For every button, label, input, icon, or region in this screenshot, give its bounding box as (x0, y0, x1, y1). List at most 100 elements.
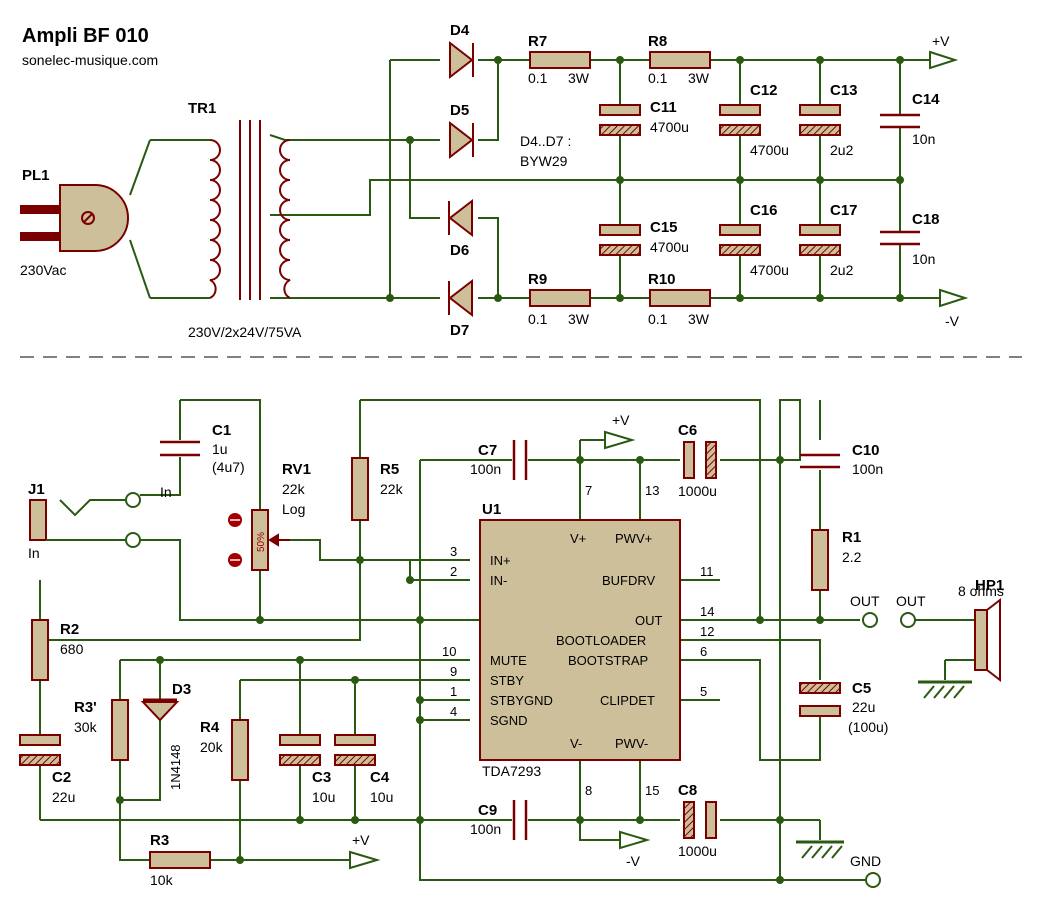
c2-ref: C2 (52, 769, 71, 786)
c8-value: 1000u (678, 843, 717, 859)
capacitor-c15 (599, 224, 641, 256)
c15-value: 4700u (650, 239, 689, 255)
c9-value: 100n (470, 821, 501, 837)
transformer-tr1 (150, 120, 291, 300)
c4-ref: C4 (370, 769, 390, 786)
r1-ref: R1 (842, 529, 861, 546)
d7-ref: D7 (450, 322, 469, 339)
pin-10: 10 (442, 644, 456, 659)
c11-value: 4700u (650, 119, 689, 135)
capacitor-c18 (880, 230, 920, 246)
d5-ref: D5 (450, 102, 469, 119)
r10-v1: 0.1 (648, 311, 668, 327)
ground-symbol-speaker (918, 680, 972, 699)
r8-ref: R8 (648, 33, 667, 50)
capacitor-c10 (800, 453, 840, 469)
u1-pin-pwvplus: PWV+ (615, 531, 652, 546)
u1-pin-sgnd: SGND (490, 713, 528, 728)
capacitor-c17 (799, 224, 841, 256)
c18-ref: C18 (912, 211, 940, 228)
j1-in-label: In (160, 484, 172, 500)
u1-pin-out: OUT (635, 613, 663, 628)
hp1-ref: HP1 (975, 577, 1004, 594)
resistor-r2 (31, 619, 49, 681)
r3-ref: R3 (150, 832, 169, 849)
capacitor-c1 (160, 440, 200, 457)
capacitor-c3 (279, 734, 321, 766)
vpos-arrow (929, 50, 959, 70)
pin-2: 2 (450, 564, 457, 579)
capacitor-c4 (334, 734, 376, 766)
pin-11: 11 (700, 564, 714, 579)
c10-value: 100n (852, 461, 883, 477)
resistor-r3 (149, 851, 211, 869)
r3-value: 10k (150, 872, 174, 888)
c8-ref: C8 (678, 782, 697, 799)
pin-9: 9 (450, 664, 457, 679)
c7-value: 100n (470, 461, 501, 477)
r9-ref: R9 (528, 271, 547, 288)
amp-junctions (37, 456, 824, 884)
r5-ref: R5 (380, 461, 399, 478)
u1-pin-bufdrv: BUFDRV (602, 573, 656, 588)
capacitor-c5 (799, 682, 841, 717)
amp-wires (39, 399, 975, 881)
u1-pin-stbygnd: STBYGND (490, 693, 553, 708)
c16-value: 4700u (750, 262, 789, 278)
resistor-r8 (649, 51, 711, 69)
out-terminal-1 (862, 612, 878, 628)
c5-v1: 22u (852, 699, 875, 715)
tr1-ref: TR1 (188, 100, 216, 117)
c12-value: 4700u (750, 142, 789, 158)
u1-part: TDA7293 (482, 763, 541, 779)
capacitor-c7 (512, 440, 528, 480)
rv1-pct: 50% (256, 532, 267, 552)
r9-v1: 0.1 (528, 311, 548, 327)
c7-ref: C7 (478, 442, 497, 459)
rv1-v2: Log (282, 501, 305, 517)
resistor-r5 (351, 457, 369, 521)
capacitor-c8 (683, 801, 717, 839)
capacitor-c6 (683, 441, 717, 479)
u1-pin-inplus: IN+ (490, 553, 511, 568)
gnd-terminal (865, 872, 881, 888)
resistor-r3-prime (111, 699, 129, 761)
vneg-label: -V (945, 313, 960, 329)
resistor-r9 (529, 289, 591, 307)
mains-plug-pl1 (20, 184, 129, 252)
pin-15: 15 (645, 783, 659, 798)
pin-8: 8 (585, 783, 592, 798)
j1-label: In (28, 545, 40, 561)
diode-d6 (448, 198, 473, 238)
pin-1: 1 (450, 684, 457, 699)
r2-value: 680 (60, 641, 84, 657)
j1-ref: J1 (28, 481, 45, 498)
u1-pin-pwvminus: PWV- (615, 736, 648, 751)
u1-pin-bootloader: BOOTLOADER (556, 633, 646, 648)
capacitor-c14 (880, 113, 920, 129)
r9-v2: 3W (568, 311, 590, 327)
vpos-arrow-r3 (349, 850, 381, 870)
c6-value: 1000u (678, 483, 717, 499)
c5-ref: C5 (852, 680, 871, 697)
rv1-v1: 22k (282, 481, 306, 497)
diode-d7 (448, 278, 473, 318)
c14-ref: C14 (912, 91, 940, 108)
capacitor-c9 (512, 800, 528, 840)
r2-ref: R2 (60, 621, 79, 638)
u1-pin-numbers: 7 13 3 2 11 14 12 6 10 9 1 4 5 8 15 (442, 483, 714, 798)
pin-5: 5 (700, 684, 707, 699)
c3-value: 10u (312, 789, 335, 805)
c18-value: 10n (912, 251, 935, 267)
diodes-note-1: D4..D7 : (520, 133, 571, 149)
c15-ref: C15 (650, 219, 678, 236)
r4-ref: R4 (200, 719, 220, 736)
pin-7: 7 (585, 483, 592, 498)
r10-ref: R10 (648, 271, 676, 288)
u1-pin-stby: STBY (490, 673, 524, 688)
r10-v2: 3W (688, 311, 710, 327)
r7-v1: 0.1 (528, 70, 548, 86)
tr1-value: 230V/2x24V/75VA (188, 324, 302, 340)
resistor-r10 (649, 289, 711, 307)
